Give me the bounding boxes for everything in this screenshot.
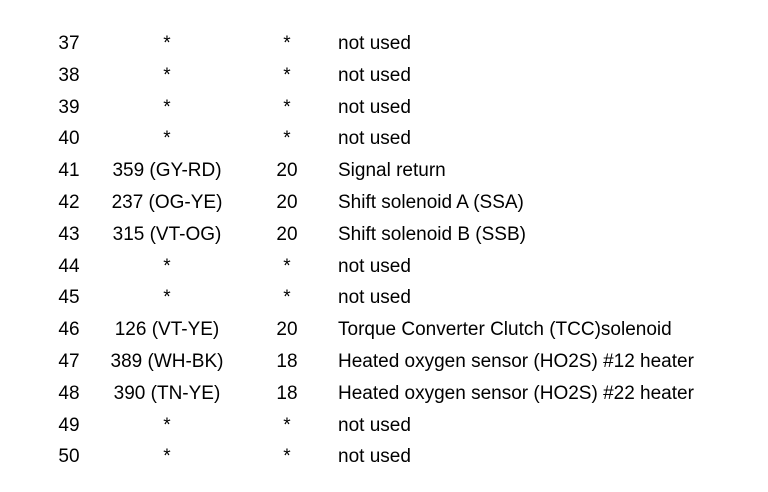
wire-gauge: *: [283, 255, 291, 277]
wire-gauge: *: [283, 128, 291, 150]
pin-description: Torque Converter Clutch (TCC)solenoid: [338, 319, 672, 341]
pin-number: 43: [58, 223, 80, 245]
pin-number: 38: [58, 64, 80, 86]
table-row: 38 * * not used: [0, 60, 768, 92]
table-row: 50 * * not used: [0, 441, 768, 473]
pin-description: Heated oxygen sensor (HO2S) #22 heater: [338, 382, 694, 404]
pin-description: not used: [338, 128, 411, 150]
table-row: 42 237 (OG-YE) 20 Shift solenoid A (SSA): [0, 187, 768, 219]
pin-description: not used: [338, 33, 411, 54]
circuit-code: *: [163, 446, 171, 468]
wire-gauge: *: [283, 446, 291, 468]
circuit-code: 237 (OG-YE): [111, 191, 223, 213]
wire-gauge: 20: [276, 319, 298, 341]
table-row: 37 * * not used: [0, 28, 768, 60]
pin-description: not used: [338, 414, 411, 436]
wire-gauge: *: [283, 414, 291, 436]
table-row: 40 * * not used: [0, 123, 768, 155]
circuit-code: *: [163, 414, 171, 436]
pin-description: not used: [338, 446, 411, 468]
circuit-code: 390 (TN-YE): [113, 382, 221, 404]
circuit-code: *: [163, 287, 171, 309]
circuit-code: 389 (WH-BK): [110, 350, 224, 372]
circuit-code: 126 (VT-YE): [114, 319, 220, 341]
circuit-code: *: [163, 64, 171, 86]
table-row: 48 390 (TN-YE) 18 Heated oxygen sensor (…: [0, 378, 768, 410]
pin-number: 40: [58, 128, 80, 150]
pin-description: not used: [338, 255, 411, 277]
pin-description: Shift solenoid B (SSB): [338, 223, 526, 245]
table-row: 39 * * not used: [0, 92, 768, 124]
table-row: 41 359 (GY-RD) 20 Signal return: [0, 155, 768, 187]
table-row: 43 315 (VT-OG) 20 Shift solenoid B (SSB): [0, 219, 768, 251]
circuit-code: 359 (GY-RD): [112, 160, 222, 182]
pin-number: 39: [58, 96, 80, 118]
wire-gauge: *: [283, 96, 291, 118]
pin-number: 47: [58, 350, 80, 372]
table-row: 47 389 (WH-BK) 18 Heated oxygen sensor (…: [0, 346, 768, 378]
pin-description: not used: [338, 64, 411, 86]
pin-description: not used: [338, 287, 411, 309]
pin-number: 44: [58, 255, 80, 277]
pin-number: 49: [58, 414, 80, 436]
table-row: 46 126 (VT-YE) 20 Torque Converter Clutc…: [0, 314, 768, 346]
table-row: 45 * * not used: [0, 282, 768, 314]
wire-gauge: 18: [276, 350, 298, 372]
circuit-code: 315 (VT-OG): [112, 223, 222, 245]
circuit-code: *: [163, 96, 171, 118]
wire-gauge: 20: [276, 191, 298, 213]
pin-number: 37: [58, 33, 80, 54]
wire-gauge: *: [283, 287, 291, 309]
pin-number: 46: [58, 319, 80, 341]
wire-gauge: *: [283, 64, 291, 86]
circuit-code: *: [163, 128, 171, 150]
wire-gauge: 18: [276, 382, 298, 404]
pin-table: 37 * * not used 38 * * not used 39 * * n…: [0, 28, 768, 473]
wire-gauge: 20: [276, 223, 298, 245]
pin-number: 45: [58, 287, 80, 309]
table-row: 44 * * not used: [0, 251, 768, 283]
pin-number: 41: [58, 160, 80, 182]
pin-description: Heated oxygen sensor (HO2S) #12 heater: [338, 350, 694, 372]
table-row: 49 * * not used: [0, 410, 768, 442]
pin-description: Signal return: [338, 160, 446, 182]
circuit-code: *: [163, 33, 171, 54]
pin-number: 50: [58, 446, 80, 468]
circuit-code: *: [163, 255, 171, 277]
wire-gauge: 20: [276, 160, 298, 182]
pin-number: 42: [58, 191, 80, 213]
pin-number: 48: [58, 382, 80, 404]
pin-description: Shift solenoid A (SSA): [338, 191, 524, 213]
wire-gauge: *: [283, 33, 291, 54]
pin-description: not used: [338, 96, 411, 118]
